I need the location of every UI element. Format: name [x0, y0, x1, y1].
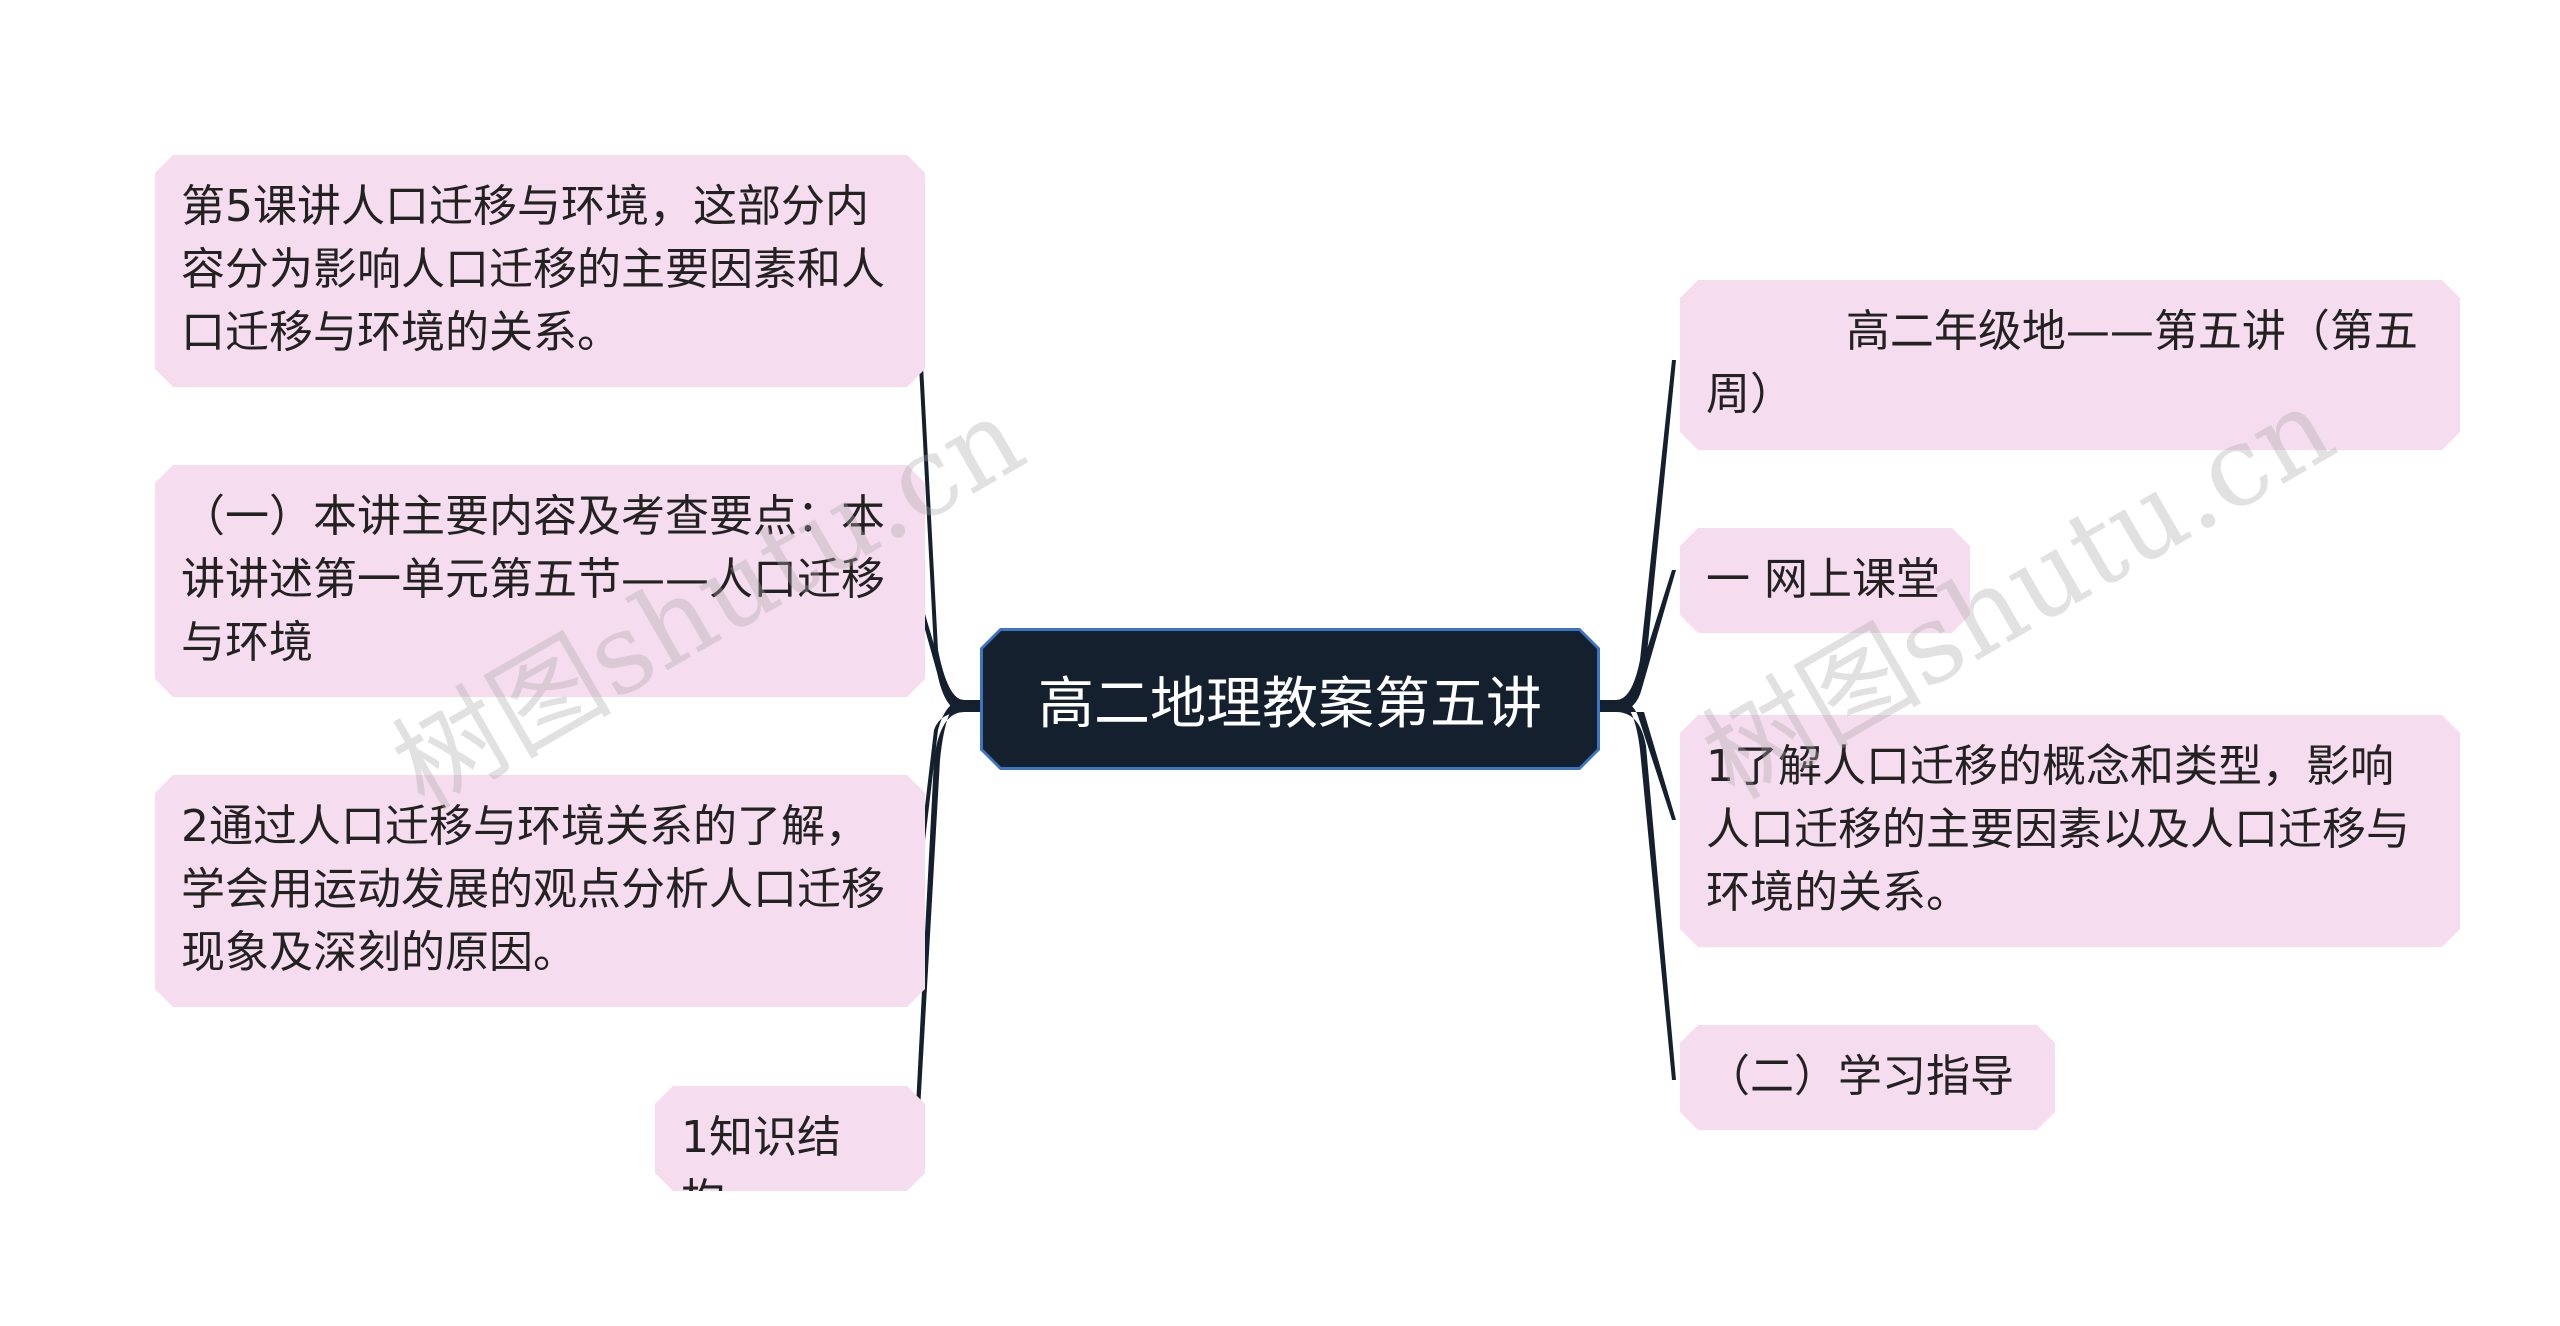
central-topic[interactable]: 高二地理教案第五讲 [980, 628, 1600, 770]
branch-left-3 [914, 700, 980, 900]
branch-right-4 [1600, 700, 1676, 1080]
right-node-1[interactable]: 高二年级地——第五讲（第五周） [1680, 280, 2460, 450]
branch-left-4 [914, 700, 980, 1145]
branch-right-3 [1600, 700, 1676, 820]
left-node-2[interactable]: （一）本讲主要内容及考查要点：本讲讲述第一单元第五节——人口迁移与环境 [155, 465, 925, 697]
central-topic-label: 高二地理教案第五讲 [983, 631, 1597, 767]
right-node-3[interactable]: 1了解人口迁移的概念和类型，影响人口迁移的主要因素以及人口迁移与环境的关系。 [1680, 715, 2460, 947]
branch-left-1 [914, 270, 980, 712]
right-node-4[interactable]: （二）学习指导 [1680, 1025, 2055, 1130]
left-node-3[interactable]: 2通过人口迁移与环境关系的了解，学会用运动发展的观点分析人口迁移现象及深刻的原因… [155, 775, 925, 1007]
branch-right-1 [1600, 360, 1676, 712]
left-node-4[interactable]: 1知识结构: [655, 1086, 925, 1191]
branch-right-2 [1600, 570, 1676, 712]
left-node-1[interactable]: 第5课讲人口迁移与环境，这部分内容分为影响人口迁移的主要因素和人口迁移与环境的关… [155, 155, 925, 387]
right-node-2[interactable]: 一 网上课堂 [1680, 528, 1970, 633]
